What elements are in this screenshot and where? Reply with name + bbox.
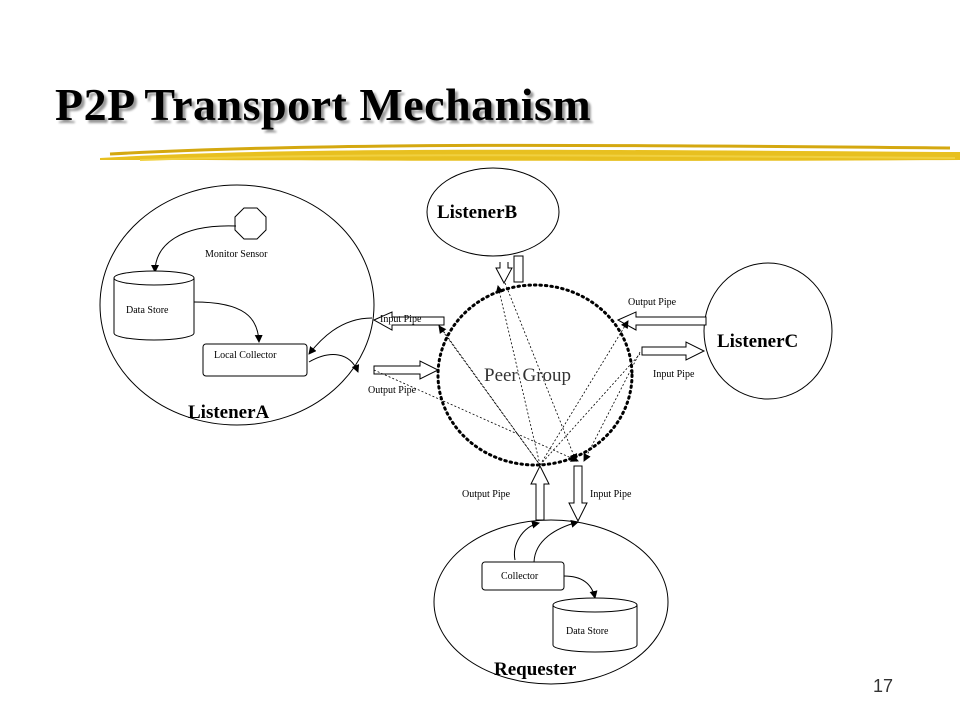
collector-output-arc (308, 354, 360, 373)
page-number: 17 (873, 676, 894, 696)
listener-b-label: ListenerB (437, 202, 518, 223)
sensor-to-store-arc (151, 225, 237, 273)
requester-collector-label: Collector (501, 571, 539, 582)
requester-circle (433, 519, 669, 685)
message-flow-lines (373, 282, 641, 466)
collector-to-store-arc (563, 575, 598, 599)
requester-output-pipe-label: Output Pipe (462, 489, 511, 500)
listener-a-output-pipe (373, 360, 440, 380)
requester-pipe-to-collector-arc (513, 520, 540, 561)
monitor-sensor-icon (234, 207, 267, 240)
peer-group-label: Peer Group (484, 365, 571, 386)
listener-a-output-pipe-label: Output Pipe (368, 385, 417, 396)
requester-output-pipe (530, 464, 550, 521)
listener-a-data-store-label: Data Store (126, 305, 169, 316)
slide-title: P2P Transport Mechanism (55, 79, 592, 130)
listener-b-pipe-up (495, 262, 513, 285)
listener-c-label: ListenerC (717, 331, 798, 352)
requester-input-pipe-label: Input Pipe (590, 489, 632, 500)
listener-a-label: ListenerA (188, 402, 270, 423)
listener-a-input-pipe-label: Input Pipe (380, 314, 422, 325)
listener-c-output-pipe (616, 311, 707, 331)
monitor-sensor-label: Monitor Sensor (205, 249, 268, 260)
listener-a-data-store (113, 270, 195, 341)
listener-b-pipe-down (513, 255, 524, 283)
listener-c-input-pipe-label: Input Pipe (653, 369, 695, 380)
listener-c-circle (703, 262, 833, 400)
requester-label: Requester (494, 659, 577, 680)
requester-input-pipe (568, 465, 588, 523)
listener-a-circle (99, 184, 375, 426)
listener-c-output-pipe-label: Output Pipe (628, 297, 677, 308)
peer-group-circle (436, 283, 634, 467)
requester-collector-to-pipe-arc (533, 519, 579, 563)
listener-c-input-pipe (641, 341, 706, 361)
listener-a-input-pipe (372, 311, 445, 331)
store-to-collector-arc (193, 301, 263, 343)
local-collector-box (202, 343, 308, 377)
local-collector-label: Local Collector (214, 350, 277, 361)
title-underline (100, 143, 960, 161)
listener-b-circle (426, 167, 560, 257)
requester-data-store-label: Data Store (566, 626, 609, 637)
requester-data-store (552, 597, 638, 653)
collector-input-arc (308, 317, 373, 355)
listener-a-group: Monitor Sensor Data Store Local Collecto… (99, 184, 375, 426)
